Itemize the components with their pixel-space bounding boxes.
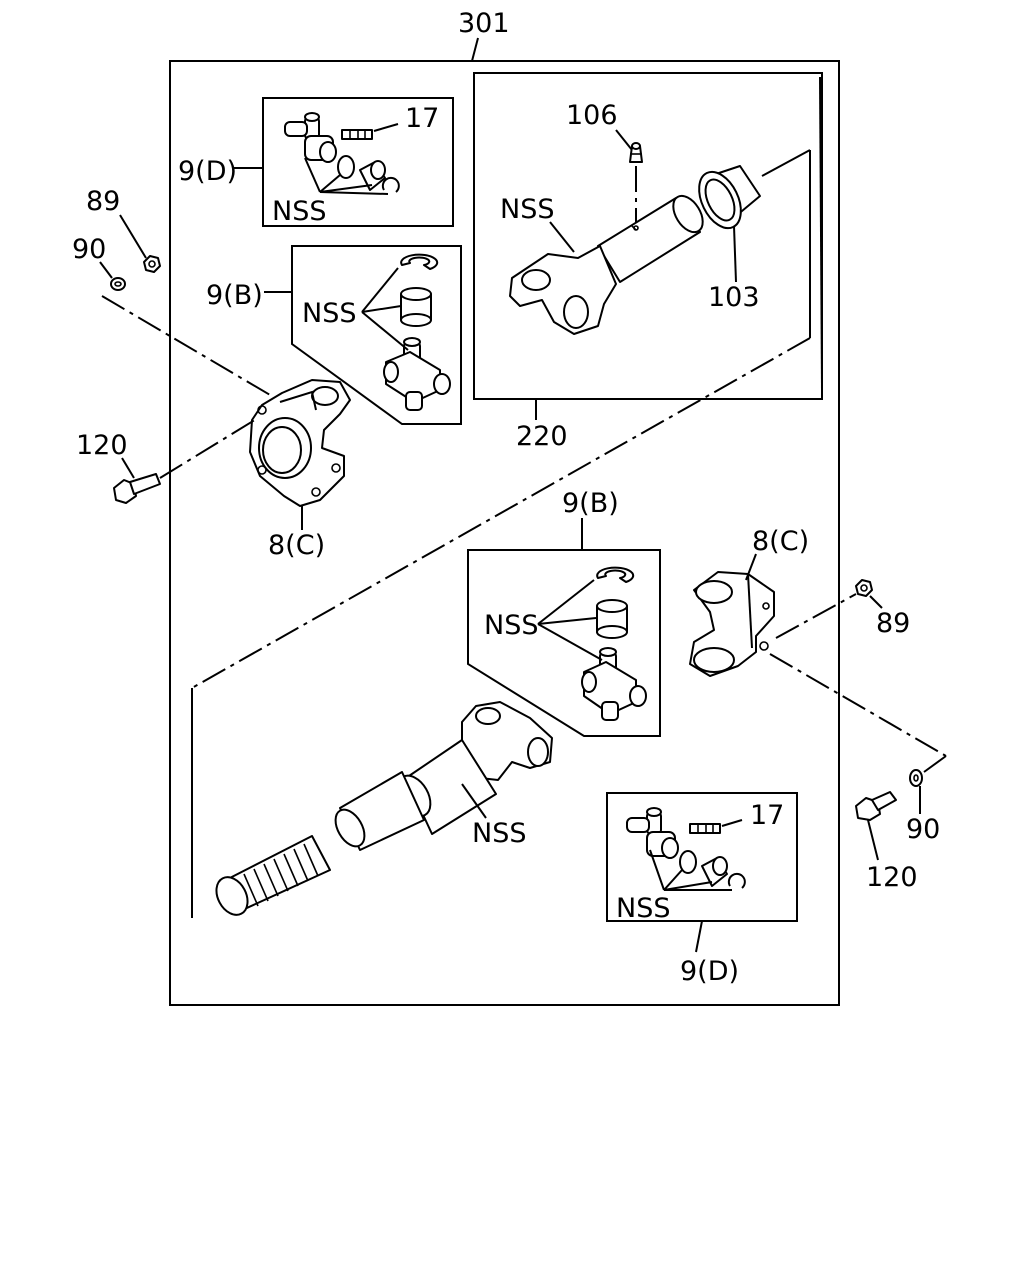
bearing-cup-icon [701,856,728,887]
spider-cross-icon [626,807,679,859]
seal-ring-icon [337,155,355,179]
label-nss-220: NSS [500,194,554,225]
snap-ring-icon [400,253,439,270]
bolt-120-left-icon [113,473,161,504]
kit-box-9b-left: NSS [291,245,462,425]
bearing-cup-icon [359,160,386,191]
flange-yoke-8c-left-icon [249,379,351,507]
label-9d-top: 9(D) [178,156,237,187]
label-8c-left: 8(C) [268,530,325,561]
spider-cross-icon [581,647,647,721]
label-9b-mid: 9(B) [562,488,619,519]
dust-cap-103-icon [698,165,761,230]
nut-89-left-icon [143,255,161,273]
label-17-top: 17 [405,103,439,134]
label-89-right: 89 [876,608,910,639]
snap-ring-icon [381,176,400,193]
kit-box-9b-mid: NSS [467,549,661,737]
label-nss-9d-bottom: NSS [616,893,670,924]
label-103: 103 [708,282,760,313]
label-nss-shaft: NSS [472,818,526,849]
seal-ring-icon [679,850,697,874]
label-nss-9d-top: NSS [272,196,326,227]
label-90-left: 90 [72,234,106,265]
label-106: 106 [566,100,618,131]
snap-ring-icon [727,872,746,889]
label-nss-9b-left: NSS [302,298,356,329]
nut-89-right-icon [855,579,873,597]
label-17-bottom: 17 [750,800,784,831]
grease-nipple-17-icon [341,129,373,140]
bearing-cup-icon [596,599,628,639]
label-9d-bottom: 9(D) [680,956,739,987]
label-90-right: 90 [906,814,940,845]
spider-cross-icon [383,337,451,411]
label-nss-9b-mid: NSS [484,610,538,641]
end-yoke-8c-right-icon [689,571,775,677]
label-89-left: 89 [86,186,120,217]
slip-yoke-tube-icon [509,194,704,335]
grease-fitting-106-icon [629,142,643,222]
label-120-left: 120 [76,430,128,461]
label-120-right: 120 [866,862,918,893]
spline-shaft-icon [215,701,553,916]
kit-box-9d-bottom: 17 NSS [606,792,798,924]
snap-ring-icon [596,566,635,583]
bearing-cup-icon [400,287,432,327]
callout-301: 301 [458,8,510,39]
spider-cross-icon [284,112,337,163]
kit-box-9d-top: 17 NSS [262,97,454,227]
label-220: 220 [516,421,568,452]
washer-90-left-icon [110,277,126,291]
assembly-frame-301 [169,60,840,1006]
bolt-120-right-icon [855,791,897,821]
washer-90-right-icon [909,769,923,787]
label-8c-right: 8(C) [752,526,809,557]
grease-nipple-17-icon [689,823,721,834]
kit-box-220: 106 NSS 103 [473,72,823,400]
label-9b-left: 9(B) [206,280,263,311]
